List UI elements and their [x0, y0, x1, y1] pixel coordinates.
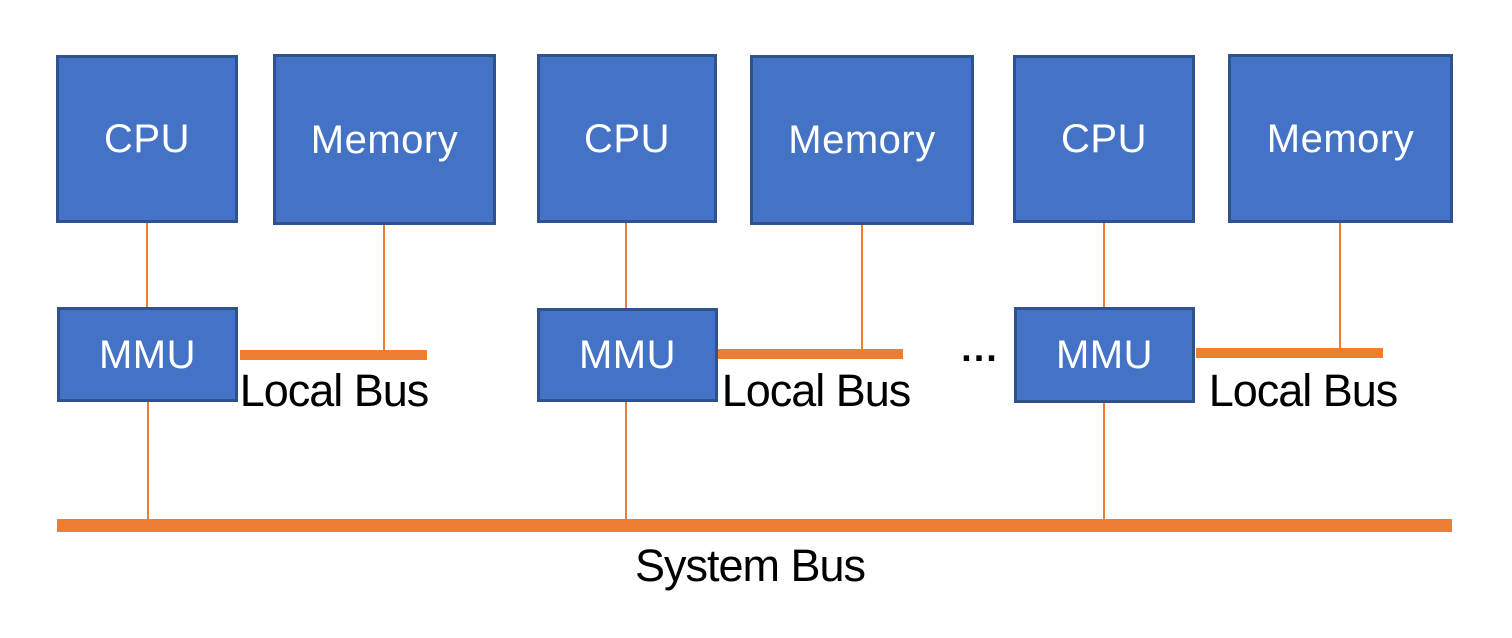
mmu-systembus-connector-2 [625, 402, 627, 519]
local-bus-label-3: Local Bus [1208, 365, 1399, 416]
system-bus-bar [57, 519, 1452, 532]
local-bus-label-2: Local Bus [721, 365, 912, 416]
local-bus-bar-2 [718, 349, 903, 359]
mmu-systembus-connector-1 [147, 402, 149, 519]
cpu-mmu-connector-3 [1103, 223, 1105, 307]
cpu-box-2: CPU [537, 54, 717, 223]
cpu-box-1: CPU [56, 55, 238, 223]
mmu-box-1: MMU [57, 307, 238, 402]
mmu-box-2: MMU [537, 308, 718, 402]
memory-box-3: Memory [1228, 54, 1453, 223]
local-bus-bar-3 [1196, 348, 1383, 358]
local-bus-bar-1 [240, 350, 427, 360]
cpu-box-3: CPU [1013, 55, 1195, 223]
memory-localbus-connector-3 [1339, 223, 1341, 348]
memory-localbus-connector-2 [861, 225, 863, 349]
mmu-box-3: MMU [1014, 307, 1195, 403]
memory-box-2: Memory [750, 55, 974, 225]
memory-box-1: Memory [273, 54, 496, 225]
mmu-systembus-connector-3 [1103, 403, 1105, 519]
ellipsis: ... [961, 328, 999, 370]
local-bus-label-1: Local Bus [239, 365, 430, 416]
cpu-mmu-connector-2 [625, 223, 627, 308]
cpu-mmu-connector-1 [146, 223, 148, 307]
system-bus-label: System Bus [634, 540, 866, 591]
memory-localbus-connector-1 [383, 225, 385, 350]
